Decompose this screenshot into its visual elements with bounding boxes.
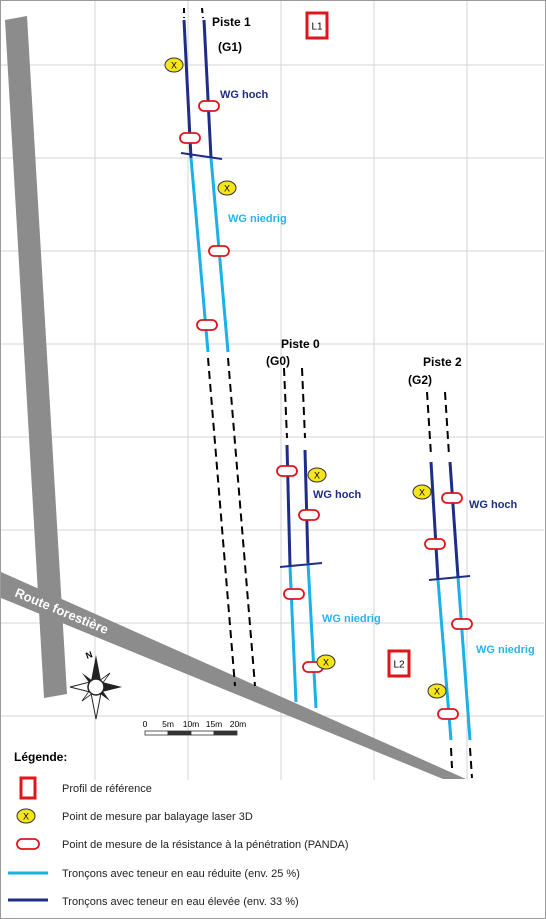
piste0-wg-high: WG hoch — [313, 489, 362, 501]
laser-point: X — [412, 484, 432, 500]
reference-profile-l1: L1 — [305, 11, 329, 40]
laser-point: X — [217, 180, 237, 196]
scale-tick: 0 — [143, 719, 148, 729]
legend-panda-symbol — [16, 838, 40, 850]
piste1-title: Piste 1 — [212, 15, 251, 29]
panda-point — [441, 492, 463, 504]
legend-item-label: Point de mesure par balayage laser 3D — [62, 811, 253, 823]
track-piste1: X X — [164, 7, 256, 687]
piste0-divider — [279, 562, 323, 568]
laser-point: X — [427, 683, 447, 699]
panda-point — [208, 245, 230, 257]
vertical-road — [5, 16, 67, 698]
scale-tick: 5m — [162, 719, 174, 729]
legend-item-label: Profil de référence — [62, 783, 152, 795]
piste2-title: Piste 2 — [423, 355, 462, 369]
piste1-wg-high: WG hoch — [220, 89, 269, 101]
scale-tick: 20m — [230, 719, 247, 729]
reference-profile-l2: L2 — [387, 649, 411, 678]
grid-lines — [1, 1, 544, 780]
piste0-code: (G0) — [266, 354, 290, 368]
svg-text:L2: L2 — [393, 660, 405, 671]
piste0-wg-low: WG niedrig — [322, 613, 381, 625]
legend-item-label: Tronçons avec teneur en eau réduite (env… — [62, 868, 300, 880]
svg-text:L1: L1 — [311, 22, 323, 33]
svg-text:X: X — [314, 471, 320, 481]
track-piste2: X X — [412, 391, 473, 779]
svg-text:X: X — [434, 687, 440, 697]
legend-laser-symbol — [16, 808, 36, 824]
panda-point — [276, 465, 298, 477]
panda-point — [196, 319, 218, 331]
piste1-divider — [180, 152, 223, 160]
legend-item-label: Tronçons avec teneur en eau élevée (env.… — [62, 896, 299, 908]
track-piste0: X X — [276, 367, 336, 709]
piste2-wg-high: WG hoch — [469, 499, 518, 511]
panda-point — [179, 132, 201, 144]
panda-point — [451, 618, 473, 630]
piste2-wg-low: WG niedrig — [476, 644, 535, 656]
legend-title: Légende: — [14, 750, 67, 764]
svg-text:X: X — [171, 61, 177, 71]
svg-text:X: X — [23, 812, 29, 822]
scale-tick: 10m — [183, 719, 200, 729]
laser-point: X — [164, 57, 184, 73]
scale-bar: 0 5m 10m 15m 20m — [143, 719, 247, 736]
legend: Légende: Profil de référence X Point de … — [8, 750, 349, 908]
piste2-code: (G2) — [408, 373, 432, 387]
panda-point — [298, 509, 320, 521]
piste1-right-high — [202, 19, 213, 159]
north-arrow-icon: N — [69, 649, 122, 720]
piste1-wg-low: WG niedrig — [228, 213, 287, 225]
laser-point: X — [307, 467, 327, 483]
legend-reference-symbol — [19, 776, 37, 800]
piste1-code: (G1) — [218, 40, 242, 54]
piste0-title: Piste 0 — [281, 337, 320, 351]
scale-tick: 15m — [206, 719, 223, 729]
panda-point — [198, 100, 220, 112]
piste2-divider — [428, 575, 471, 581]
panda-point — [283, 588, 305, 600]
svg-text:X: X — [323, 658, 329, 668]
legend-item-label: Point de mesure de la résistance à la pé… — [62, 839, 349, 851]
svg-text:X: X — [224, 184, 230, 194]
panda-point — [437, 708, 459, 720]
laser-point: X — [316, 654, 336, 670]
svg-text:N: N — [84, 649, 94, 661]
svg-text:X: X — [419, 488, 425, 498]
panda-point — [424, 538, 446, 550]
